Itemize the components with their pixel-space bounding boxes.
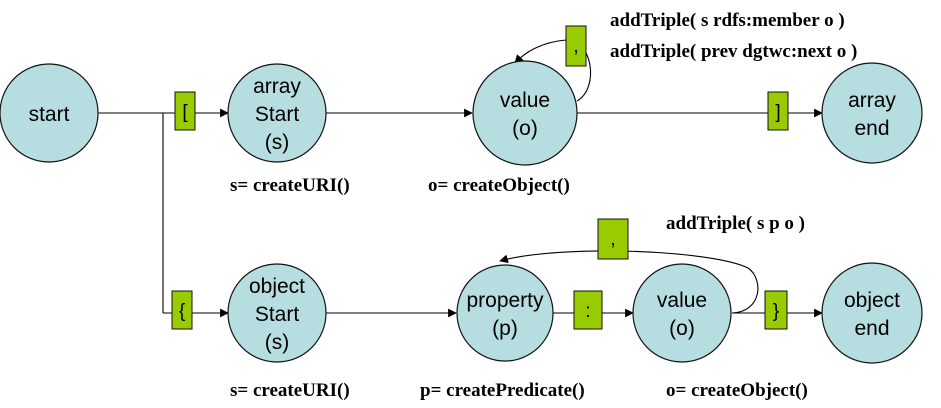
node-array-start: array Start (s) bbox=[227, 63, 327, 163]
node-array-value-line-2: (o) bbox=[512, 117, 538, 140]
node-object-start-line-1: object bbox=[249, 275, 305, 298]
token-colon-label: : bbox=[585, 301, 590, 322]
token-object-comma-label: , bbox=[610, 229, 615, 250]
node-object-end-line-1: object bbox=[844, 289, 900, 312]
annotation-object-triple: addTriple( s p o ) bbox=[666, 213, 805, 234]
token-close-brace-label: } bbox=[773, 301, 779, 322]
token-close-bracket: ] bbox=[767, 91, 789, 131]
annotation-array-s: s= createURI() bbox=[230, 175, 350, 196]
node-object-value-line-1: value bbox=[657, 289, 707, 312]
node-property: property (p) bbox=[456, 264, 554, 362]
token-open-brace-label: { bbox=[179, 301, 186, 322]
node-property-line-2: (p) bbox=[492, 317, 518, 340]
annotation-object-p: p= createPredicate() bbox=[420, 380, 585, 401]
edge-object-value-loop bbox=[499, 250, 759, 314]
token-object-comma: , bbox=[597, 218, 629, 260]
token-close-bracket-label: ] bbox=[775, 102, 780, 123]
token-array-comma-label: , bbox=[573, 36, 578, 57]
node-array-end: array end bbox=[821, 62, 923, 164]
token-colon: : bbox=[573, 290, 603, 330]
node-object-value-line-2: (o) bbox=[669, 317, 695, 340]
node-start-line-1: start bbox=[29, 103, 70, 126]
annotation-object-o: o= createObject() bbox=[666, 380, 808, 401]
node-array-start-line-1: array bbox=[253, 75, 301, 98]
token-close-brace: } bbox=[764, 290, 788, 330]
node-start: start bbox=[0, 63, 99, 163]
node-object-start-line-3: (s) bbox=[265, 331, 290, 354]
node-array-value-line-1: value bbox=[500, 89, 550, 112]
node-object-value: value (o) bbox=[632, 263, 732, 363]
annotation-array-triple-1: addTriple( s rdfs:member o ) bbox=[610, 10, 845, 31]
token-open-bracket-label: [ bbox=[182, 102, 188, 123]
annotation-array-o: o= createObject() bbox=[428, 175, 570, 196]
node-object-end: object end bbox=[821, 262, 923, 364]
node-array-value: value (o) bbox=[472, 60, 578, 166]
token-open-brace: { bbox=[171, 290, 193, 330]
annotation-array-triple-2: addTriple( prev dgtwc:next o ) bbox=[610, 41, 857, 62]
token-open-bracket: [ bbox=[174, 91, 196, 131]
token-array-comma: , bbox=[565, 25, 587, 67]
node-array-end-line-1: array bbox=[848, 89, 896, 112]
node-array-start-line-3: (s) bbox=[265, 131, 290, 154]
node-object-start-line-2: Start bbox=[255, 303, 300, 326]
node-property-line-1: property bbox=[466, 289, 544, 312]
node-array-end-line-2: end bbox=[854, 117, 889, 140]
node-object-start: object Start (s) bbox=[227, 263, 327, 363]
node-object-end-line-2: end bbox=[854, 317, 889, 340]
annotation-object-s: s= createURI() bbox=[230, 380, 350, 401]
node-array-start-line-2: Start bbox=[255, 103, 300, 126]
